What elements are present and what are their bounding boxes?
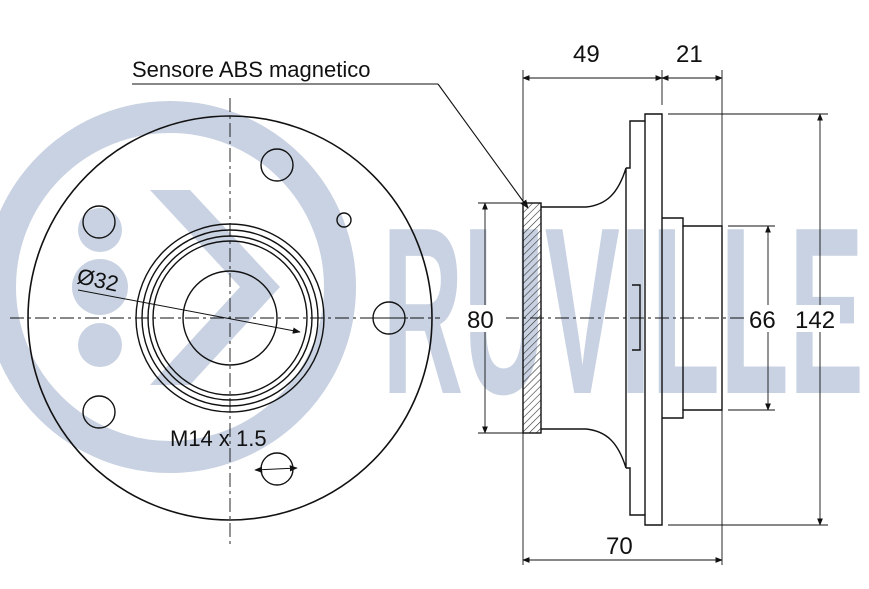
dim-80-backing <box>464 305 506 332</box>
abs-sensor-ring <box>522 202 542 434</box>
dim-142-label: 142 <box>795 307 835 334</box>
bore-dimension-line <box>77 289 301 334</box>
dim-66-142-backing <box>745 305 840 332</box>
ruville-logo-mark <box>0 101 356 473</box>
hub-ring-4 <box>152 240 308 396</box>
callout-leader <box>132 83 529 209</box>
thread-size-label: M14 x 1.5 <box>170 426 267 451</box>
bolt-hole-left <box>82 205 116 239</box>
flange-step <box>626 113 663 526</box>
small-pin-hole <box>336 212 352 228</box>
hub-ring-outer <box>135 223 325 413</box>
flange-outline <box>27 115 433 521</box>
side-view <box>505 113 752 526</box>
dim-66-label: 66 <box>749 307 776 334</box>
dim-21-label: 21 <box>676 41 703 68</box>
hub-ring-3 <box>147 235 313 401</box>
hub-ring-2 <box>141 229 319 407</box>
center-bore <box>182 270 278 366</box>
dim-49-label: 49 <box>573 41 600 68</box>
hub-body <box>541 167 627 469</box>
front-view <box>10 98 440 545</box>
thread-dimension-line <box>254 465 298 473</box>
dim-80-label: 80 <box>467 307 494 334</box>
hub-recess <box>632 284 641 351</box>
abs-sensor-callout: Sensore ABS magnetico <box>132 57 370 82</box>
dim-70-label: 70 <box>606 533 633 560</box>
ruville-watermark: RUVILLE <box>0 101 864 473</box>
bolt-hole-bottom-left <box>82 395 116 429</box>
bolt-hole-top <box>260 148 294 182</box>
